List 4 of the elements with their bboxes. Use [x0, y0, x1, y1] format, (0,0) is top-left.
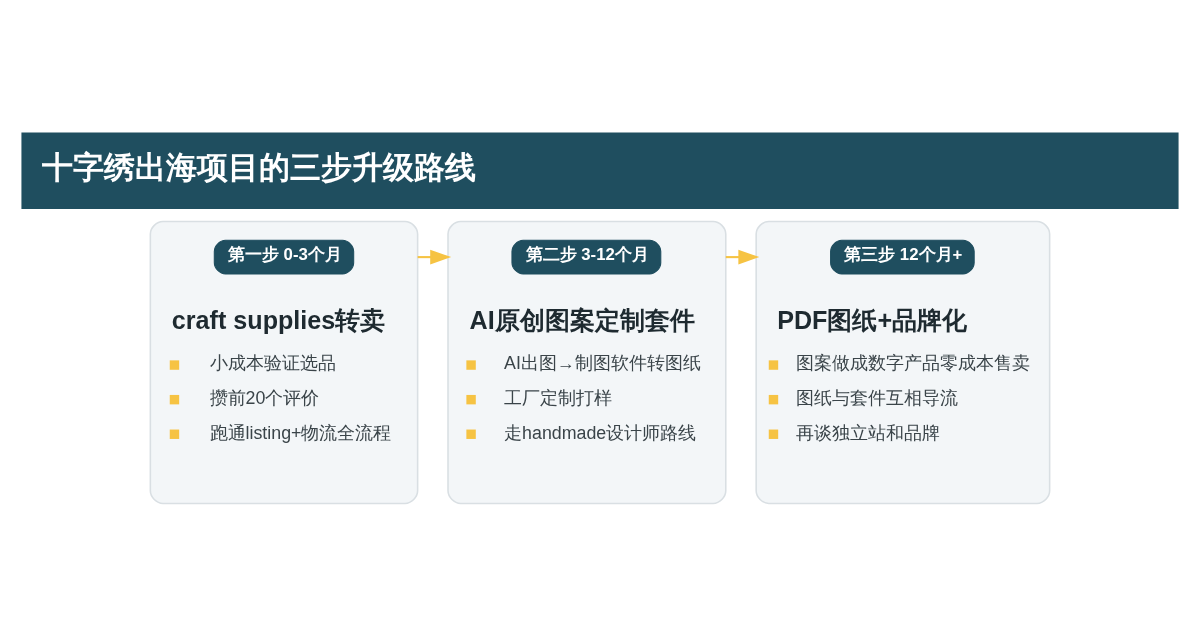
node-box: 第二步 3-12个月 [511, 239, 662, 275]
diagram-title: 十字绣出海项目的三步升级路线 [42, 149, 477, 185]
node-box: 第三步 12个月+ [830, 239, 975, 275]
node-box: 第一步 0-3个月 [213, 239, 355, 275]
